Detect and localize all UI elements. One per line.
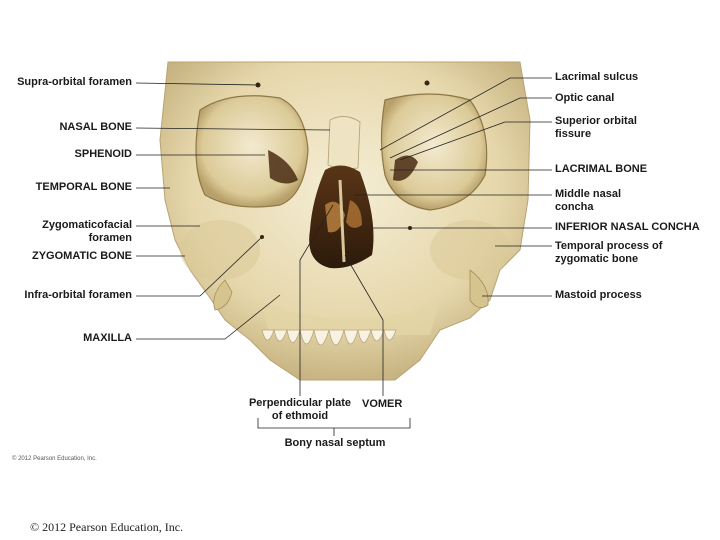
label-temporal-bone: TEMPORAL BONE: [35, 181, 132, 193]
label-maxilla: MAXILLA: [83, 332, 132, 344]
copyright-small: © 2012 Pearson Education, Inc.: [12, 456, 97, 462]
label-zygomatic-bone: ZYGOMATIC BONE: [31, 250, 132, 262]
label-zygomaticofacial-foramen: Zygomaticofacial foramen: [42, 219, 132, 244]
label-supra-orbital-foramen: Supra-orbital foramen: [17, 76, 132, 88]
right-orbit: [380, 93, 488, 211]
label-vomer: VOMER: [362, 398, 403, 410]
label-perpendicular-plate: Perpendicular plate of ethmoid: [248, 397, 352, 422]
leader-lines: [135, 77, 552, 436]
label-inferior-nasal-concha: INFERIOR NASAL CONCHA: [555, 221, 700, 233]
label-infra-orbital-foramen: Infra-orbital foramen: [24, 289, 132, 301]
label-lacrimal-bone: LACRIMAL BONE: [555, 163, 648, 175]
label-sphenoid: SPHENOID: [74, 148, 132, 160]
label-middle-nasal-concha: Middle nasal concha: [555, 188, 622, 213]
label-nasal-bone: NASAL BONE: [59, 121, 132, 133]
nasal-bone: [327, 116, 361, 171]
maxilla: [260, 300, 440, 335]
label-superior-orbital-fissure: Superior orbital fissure: [555, 115, 637, 140]
left-orbit: [195, 95, 309, 208]
label-mastoid-process: Mastoid process: [555, 289, 642, 301]
label-temporal-process: Temporal process of zygomatic bone: [555, 240, 663, 265]
label-bony-nasal-septum: Bony nasal septum: [284, 437, 386, 449]
copyright-footer: © 2012 Pearson Education, Inc.: [30, 520, 184, 534]
label-optic-canal: Optic canal: [555, 92, 615, 104]
label-lacrimal-sulcus: Lacrimal sulcus: [555, 71, 639, 83]
teeth: [261, 328, 397, 346]
